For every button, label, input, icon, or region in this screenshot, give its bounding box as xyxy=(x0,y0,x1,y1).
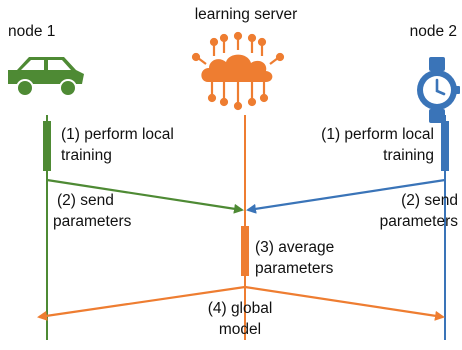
global-model-line2: model xyxy=(218,321,262,338)
node1-local-training-line2: training xyxy=(61,147,112,164)
node2-title: node 2 xyxy=(409,23,457,40)
node2-send-line2: parameters xyxy=(379,213,458,230)
average-line2: parameters xyxy=(255,260,334,277)
node2-training-bar xyxy=(441,121,449,171)
node2-local-training-line2: training xyxy=(383,147,434,164)
server-average-bar xyxy=(241,226,249,276)
cloud-network-icon xyxy=(191,31,285,111)
global-model-arrow-left xyxy=(37,285,246,321)
node1-local-training-line1: (1) perform local xyxy=(61,126,174,143)
node1-send-line2: parameters xyxy=(53,213,132,230)
server-title: learning server xyxy=(194,6,298,23)
node2-local-training-line1: (1) perform local xyxy=(321,126,434,143)
average-label: (3) average parameters xyxy=(255,237,334,279)
node2-send-label: (2) send parameters xyxy=(380,190,458,232)
node1-send-label: (2) send parameters xyxy=(53,190,131,232)
global-model-label: (4) global model xyxy=(180,298,300,340)
smartwatch-icon xyxy=(417,57,460,123)
node2-send-arrow xyxy=(246,178,446,214)
node1-title: node 1 xyxy=(8,23,56,40)
node1-send-arrow xyxy=(46,178,244,214)
node1-send-line1: (2) send xyxy=(57,192,114,209)
node2-send-line1: (2) send xyxy=(401,192,458,209)
average-line1: (3) average xyxy=(255,239,335,256)
node2-local-training-label: (1) perform local training xyxy=(321,124,434,166)
node1-local-training-label: (1) perform local training xyxy=(61,124,174,166)
node1-training-bar xyxy=(43,121,51,171)
car-icon xyxy=(8,57,84,97)
global-model-arrow-right xyxy=(244,285,445,321)
global-model-line1: (4) global xyxy=(207,300,273,317)
